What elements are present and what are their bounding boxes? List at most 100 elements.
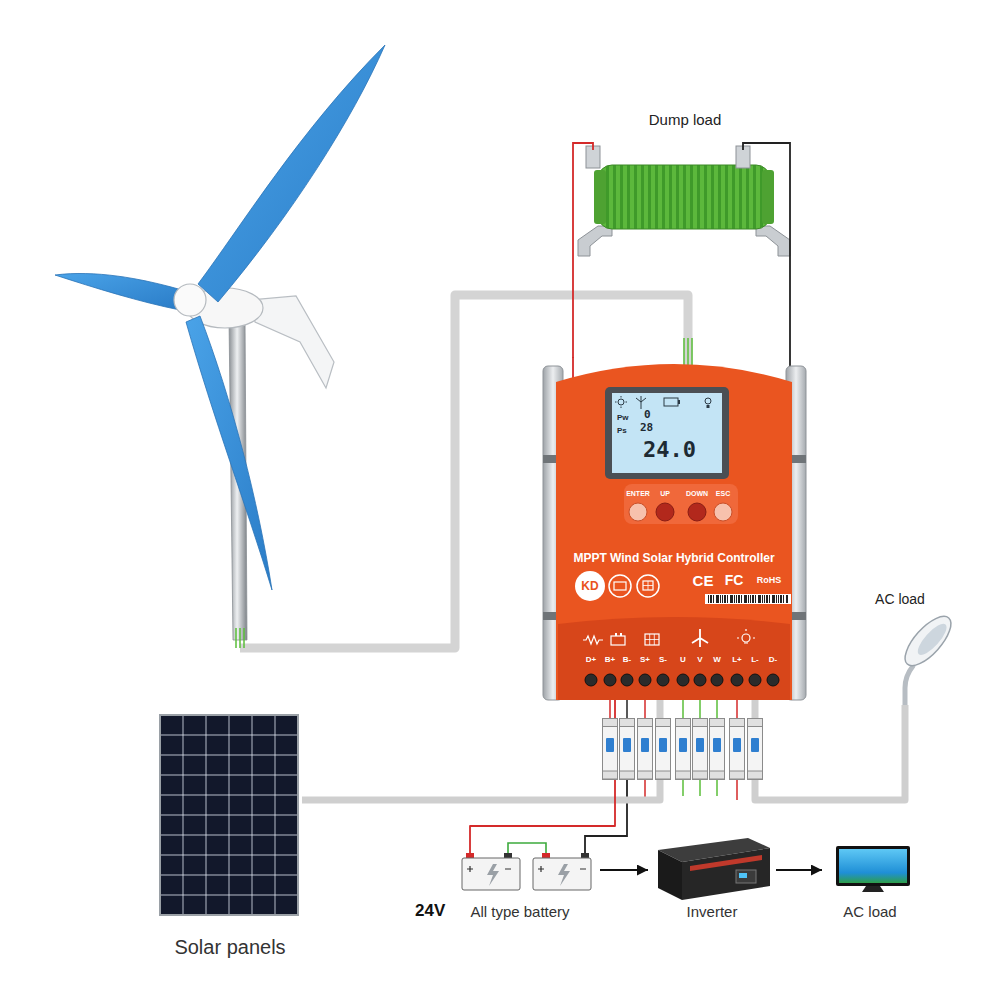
television [836, 846, 910, 886]
front-icons [575, 571, 605, 601]
circuit-breaker [620, 719, 635, 780]
terminal-wire [644, 700, 646, 720]
street-light [898, 609, 959, 672]
button-label: UP [660, 490, 670, 497]
battery [487, 864, 499, 886]
tv: AC load [822, 840, 918, 926]
circuit-breaker [710, 719, 725, 780]
flow-arrow [776, 869, 822, 871]
battery [581, 853, 589, 858]
terminal-screw [639, 674, 651, 686]
lcd-display [664, 398, 678, 406]
dump-load-wire [572, 262, 574, 358]
controller-housing [558, 617, 790, 700]
controller-housing [556, 364, 792, 700]
circuit-breaker [638, 719, 653, 780]
solar-panel: Solar panels [158, 712, 302, 964]
lcd-display [707, 405, 710, 408]
hybrid-controller: MPPT Wind Solar Hybrid ControllerPw0Ps28… [543, 358, 805, 700]
battery-bank: 24VAll type battery [410, 848, 600, 926]
inverter: Inverter [648, 835, 776, 925]
terminal-icons [742, 634, 750, 642]
terminal-screw [749, 674, 761, 686]
terminal-icons [645, 634, 659, 645]
dump-load-wire [743, 143, 790, 380]
inverter-unit [739, 873, 747, 878]
terminal-icons [620, 633, 622, 636]
terminal-screw [731, 674, 743, 686]
terminal-icons [692, 629, 708, 647]
certification-mark: RoHS [757, 576, 782, 585]
lcd-display [705, 398, 711, 404]
product-name: MPPT Wind Solar Hybrid Controller [573, 552, 774, 566]
terminal-screw [694, 674, 706, 686]
lcd-display [605, 387, 729, 479]
terminal-wire [585, 780, 627, 853]
node-label: Solar panels [174, 936, 285, 959]
lcd-display [678, 400, 680, 404]
inverter-unit [682, 848, 770, 900]
dump-load-resistor [762, 170, 774, 224]
control-buttons [688, 503, 706, 521]
button-label: ESC [716, 490, 730, 497]
lcd-screen: Pw0Ps2824.0 [612, 393, 722, 473]
terminal-screw [585, 674, 597, 686]
control-buttons [656, 503, 674, 521]
node-label: AC load [843, 903, 896, 920]
terminal-label: B+ [605, 656, 615, 664]
certification-mark: FC [725, 573, 744, 587]
lcd-label: Ps [617, 426, 627, 435]
battery [462, 843, 591, 890]
button-label: ENTER [626, 490, 650, 497]
inverter-unit [658, 838, 770, 900]
terminal-icons [583, 629, 755, 647]
battery [508, 843, 546, 853]
front-icons [609, 575, 631, 597]
control-buttons [714, 503, 732, 521]
terminal-icons [737, 629, 755, 643]
circuit-breaker [676, 719, 691, 780]
dump-load-resistor [756, 226, 790, 256]
inverter-unit [690, 855, 762, 871]
flow-arrow [600, 869, 648, 871]
turbine-blade [198, 45, 385, 302]
television [836, 846, 910, 892]
terminal-icons [615, 633, 617, 636]
battery [504, 853, 512, 858]
turbine-wires [236, 628, 244, 648]
voltage-label: 24V [415, 901, 445, 921]
control-buttons [624, 484, 738, 524]
circuit-breaker [693, 719, 708, 780]
circuit-breaker [603, 719, 763, 780]
inverter-unit [658, 850, 682, 900]
dump-load-wire [573, 143, 593, 262]
circuit-breaker [730, 719, 745, 780]
terminal-wire [683, 700, 717, 720]
terminal-icons [611, 636, 625, 645]
battery-wire [470, 700, 615, 848]
terminal-wire [470, 700, 737, 854]
lcd-main-reading: 24.0 [643, 437, 696, 462]
terminal-label: D- [769, 656, 777, 664]
battery [542, 853, 550, 858]
street-light [905, 666, 913, 705]
dump-load: Dump load [565, 100, 805, 262]
terminal-label: S+ [640, 656, 650, 664]
television [862, 886, 884, 892]
lcd-display [636, 396, 646, 409]
terminal-icons [645, 634, 659, 645]
terminal-screw [585, 674, 779, 686]
dump-load-resistor [594, 170, 606, 224]
terminal-screw [604, 674, 616, 686]
front-icons [637, 575, 659, 597]
circuit-breaker [603, 719, 618, 780]
control-buttons [624, 484, 738, 524]
front-icons [708, 595, 788, 603]
lcd-reading: 28 [640, 422, 653, 435]
battery [467, 866, 586, 872]
inverter-unit [736, 870, 756, 883]
solar-cable [302, 700, 660, 800]
front-icons [575, 571, 791, 604]
